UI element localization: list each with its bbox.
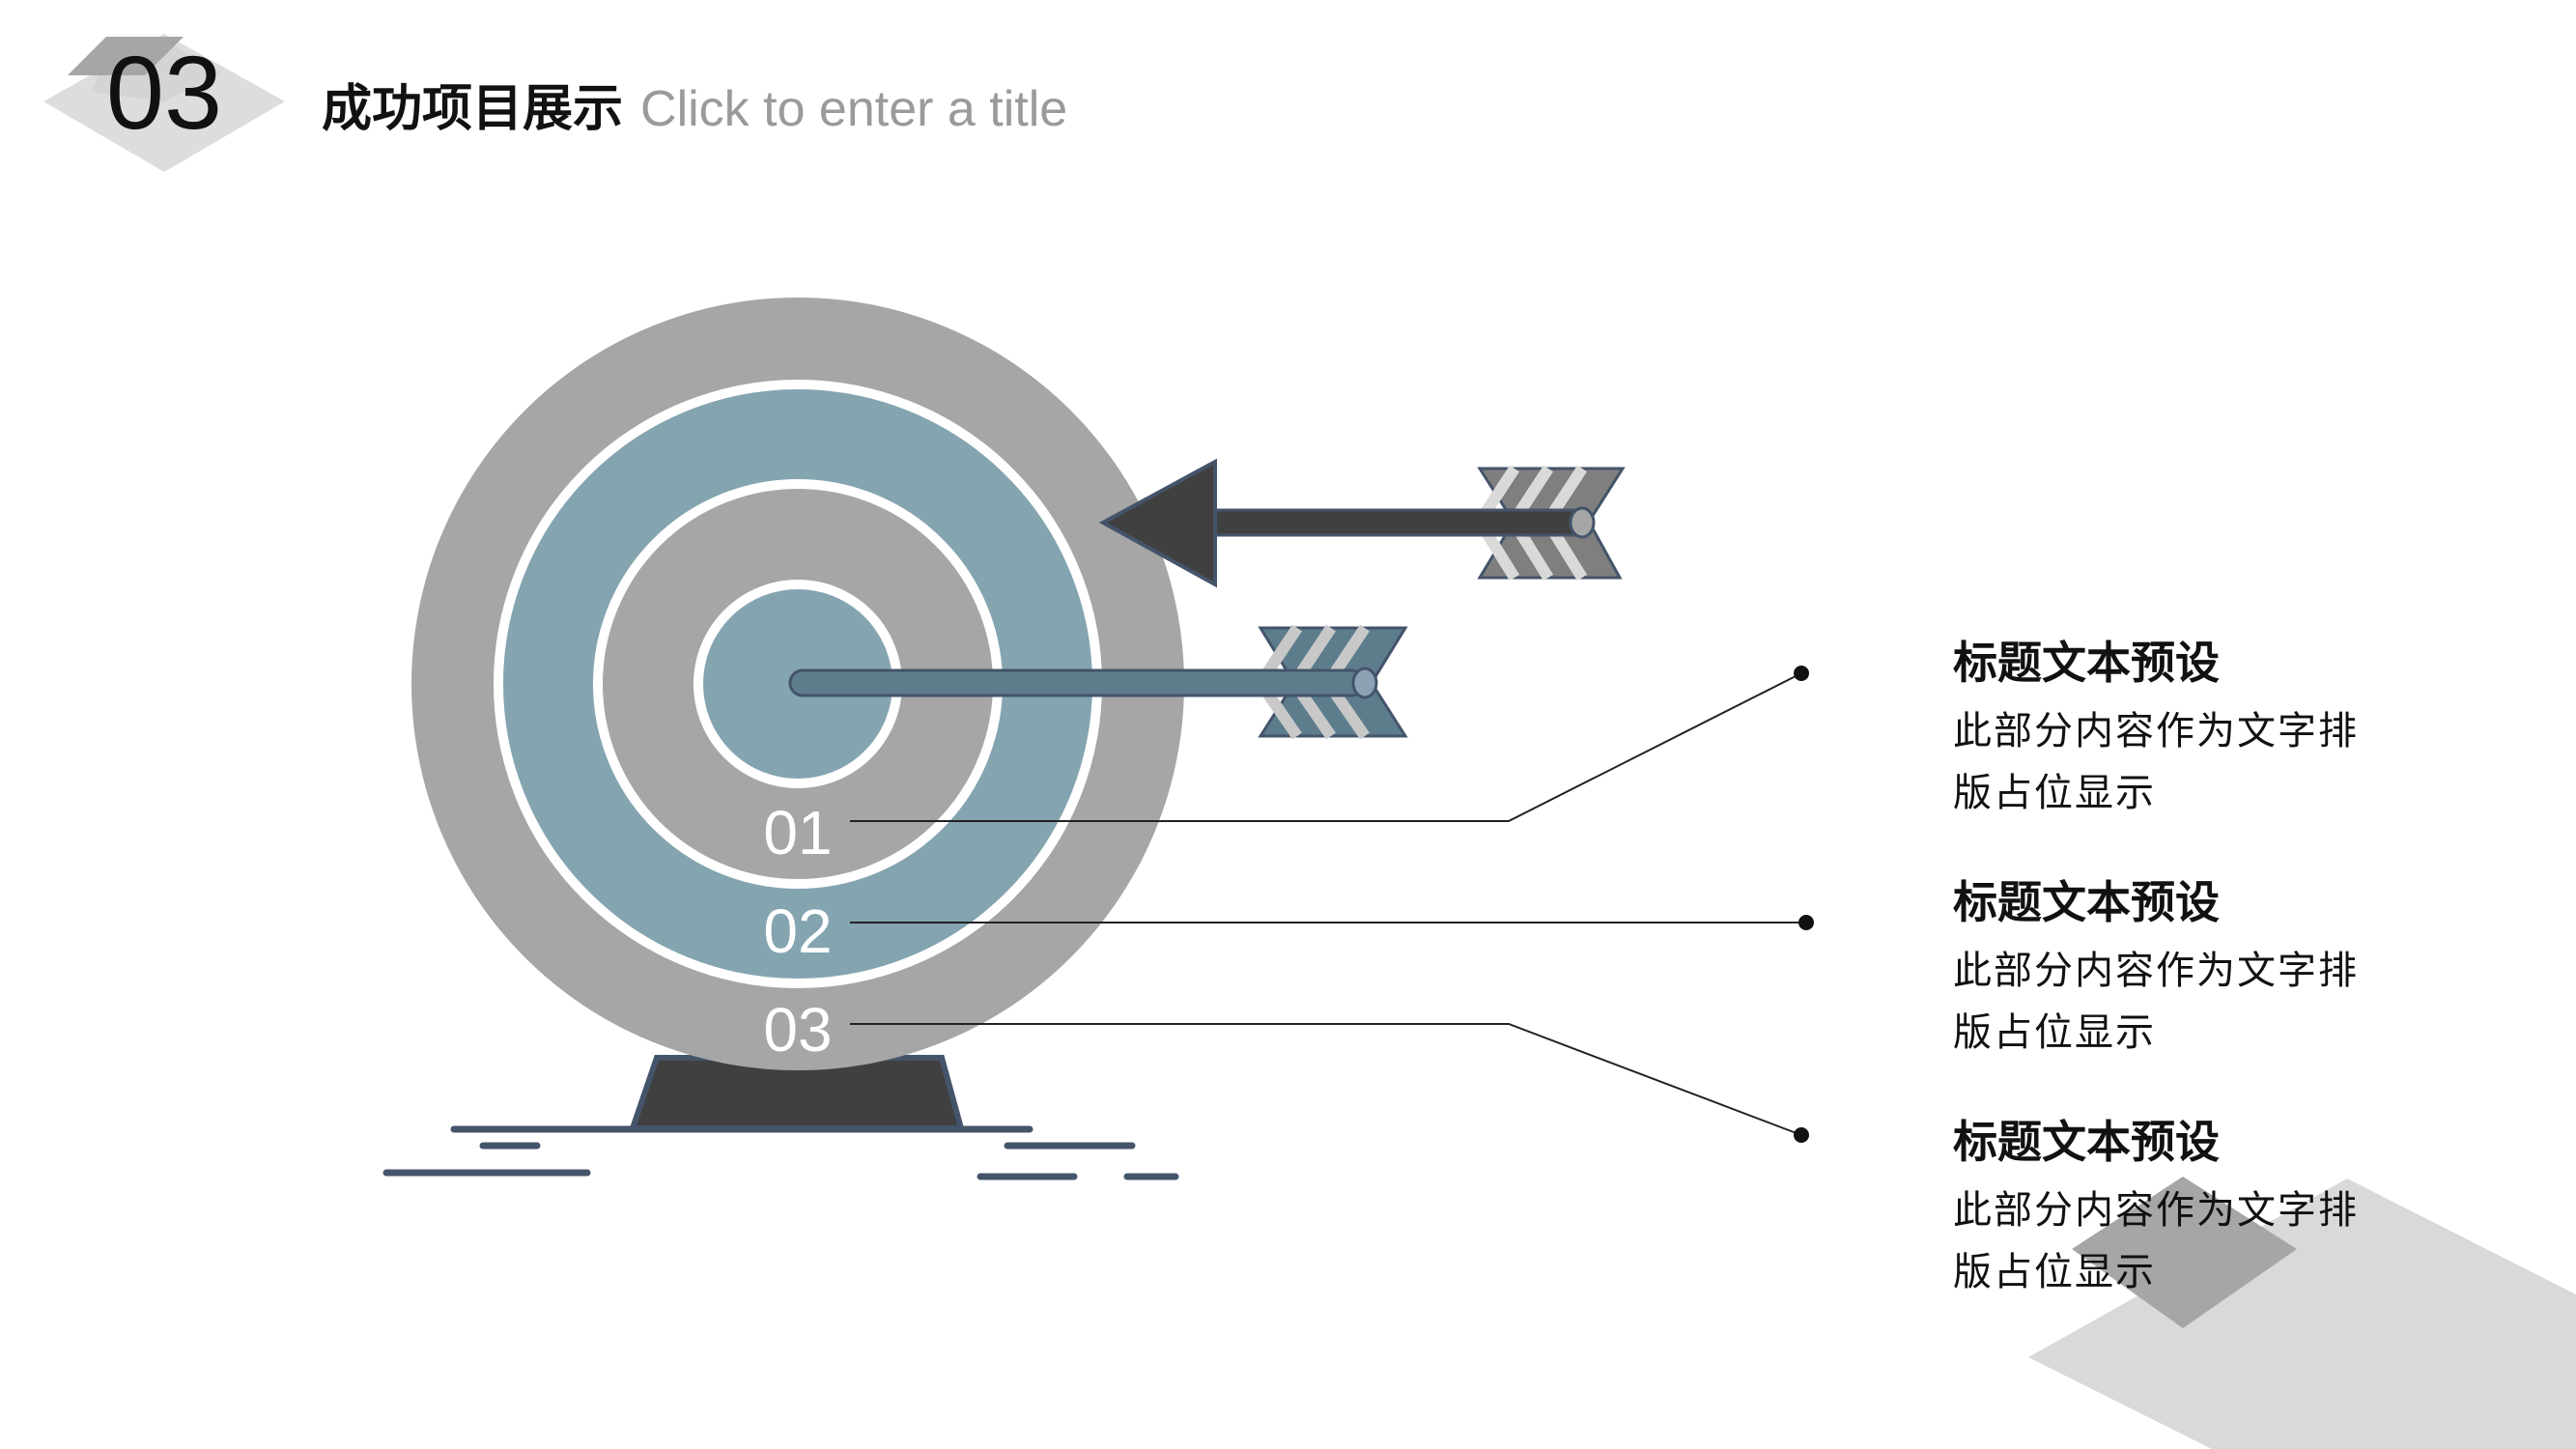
arrow-lower [788, 624, 1408, 740]
item-desc-2[interactable]: 此部分内容作为文字排版占位显示 [1953, 949, 2359, 1055]
item-desc-3[interactable]: 此部分内容作为文字排版占位显示 [1953, 1188, 2359, 1294]
ring-label-03: 03 [763, 995, 833, 1065]
item-title-1[interactable]: 标题文本预设 [1953, 637, 2220, 689]
ring-label-01: 01 [763, 798, 833, 867]
connector-line-1 [850, 672, 1802, 822]
item-title-3[interactable]: 标题文本预设 [1953, 1116, 2220, 1168]
ring-label-02: 02 [763, 896, 833, 966]
header-diamond-mid [68, 37, 184, 75]
connector-line-3 [850, 1023, 1802, 1136]
corner-diamond-light [2028, 1179, 2576, 1449]
connector-dot-3 [1794, 1127, 1809, 1143]
corner-diamond-dark [2072, 1177, 2297, 1328]
item-desc-1[interactable]: 此部分内容作为文字排版占位显示 [1953, 709, 2359, 815]
section-number: 03 [105, 34, 223, 151]
item-title-2[interactable]: 标题文本预设 [1953, 876, 2220, 928]
connector-dot-2 [1798, 915, 1814, 930]
page-title-zh: 成功项目展示 [322, 80, 624, 138]
connector-dot-1 [1794, 666, 1809, 681]
page-title[interactable]: 成功项目展示 Click to enter a title [322, 75, 1067, 143]
page-title-placeholder: Click to enter a title [640, 81, 1068, 137]
arrow-upper [1098, 458, 1626, 588]
